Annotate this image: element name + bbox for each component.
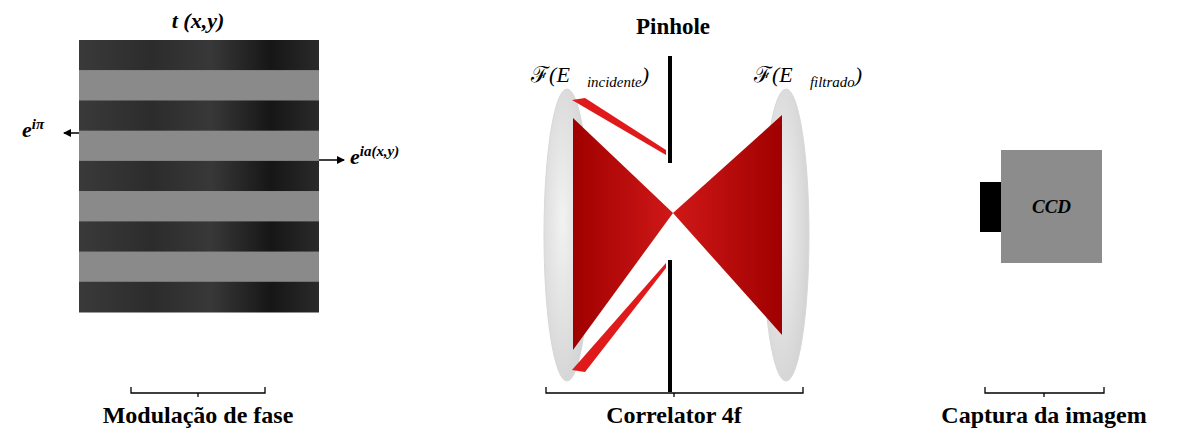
label: ℱ(E⃗ [531, 62, 587, 87]
label-group: Correlator 4f [606, 402, 742, 429]
phase-stripe [79, 252, 319, 283]
pointer-arrow [64, 132, 79, 134]
bracket [985, 387, 1104, 397]
label-group: eiπ [22, 116, 44, 143]
label: Modulação de fase [103, 402, 294, 428]
phase-stripe [79, 191, 319, 222]
label: iπ [32, 116, 44, 132]
label: e [350, 144, 360, 169]
label: Pinhole [636, 14, 710, 39]
label: incidente [587, 74, 642, 90]
label-group: t (x,y) [172, 8, 225, 34]
label-group: Modulação de fase [103, 402, 294, 429]
label-group: ℱ(E⃗filtrado) [754, 58, 862, 91]
light-beam [673, 115, 782, 335]
label: ia(x,y) [360, 143, 399, 159]
label: ) [642, 62, 649, 87]
camera-body: CCD [1001, 150, 1102, 263]
pointer-arrow [319, 159, 344, 161]
phase-stripe [79, 131, 319, 162]
label: ) [855, 62, 862, 87]
bracket [546, 387, 803, 397]
phase-stripe [79, 161, 319, 192]
label-group: eia(x,y) [350, 143, 399, 170]
label: Captura da imagem [941, 402, 1146, 428]
label-group: Pinhole [636, 14, 710, 40]
label: Correlator 4f [606, 402, 742, 428]
pinhole-plate [668, 260, 672, 392]
phase-stripe [79, 40, 319, 71]
pinhole-plate [668, 56, 672, 163]
label-group: ℱ(E⃗incidente) [531, 58, 649, 91]
node-text: CCD [1032, 196, 1071, 218]
label: filtrado [810, 74, 855, 90]
bracket [131, 387, 265, 397]
label: e [22, 117, 32, 142]
label-group: Captura da imagem [941, 402, 1146, 429]
phase-stripe [79, 282, 319, 313]
label: ℱ(E⃗ [754, 62, 810, 87]
phase-stripe [79, 100, 319, 131]
light-beam [573, 118, 673, 350]
label: t (x,y) [172, 8, 225, 33]
phase-stripe [79, 70, 319, 101]
phase-mask [79, 40, 319, 313]
camera-lens [980, 182, 1001, 232]
phase-stripe [79, 221, 319, 252]
